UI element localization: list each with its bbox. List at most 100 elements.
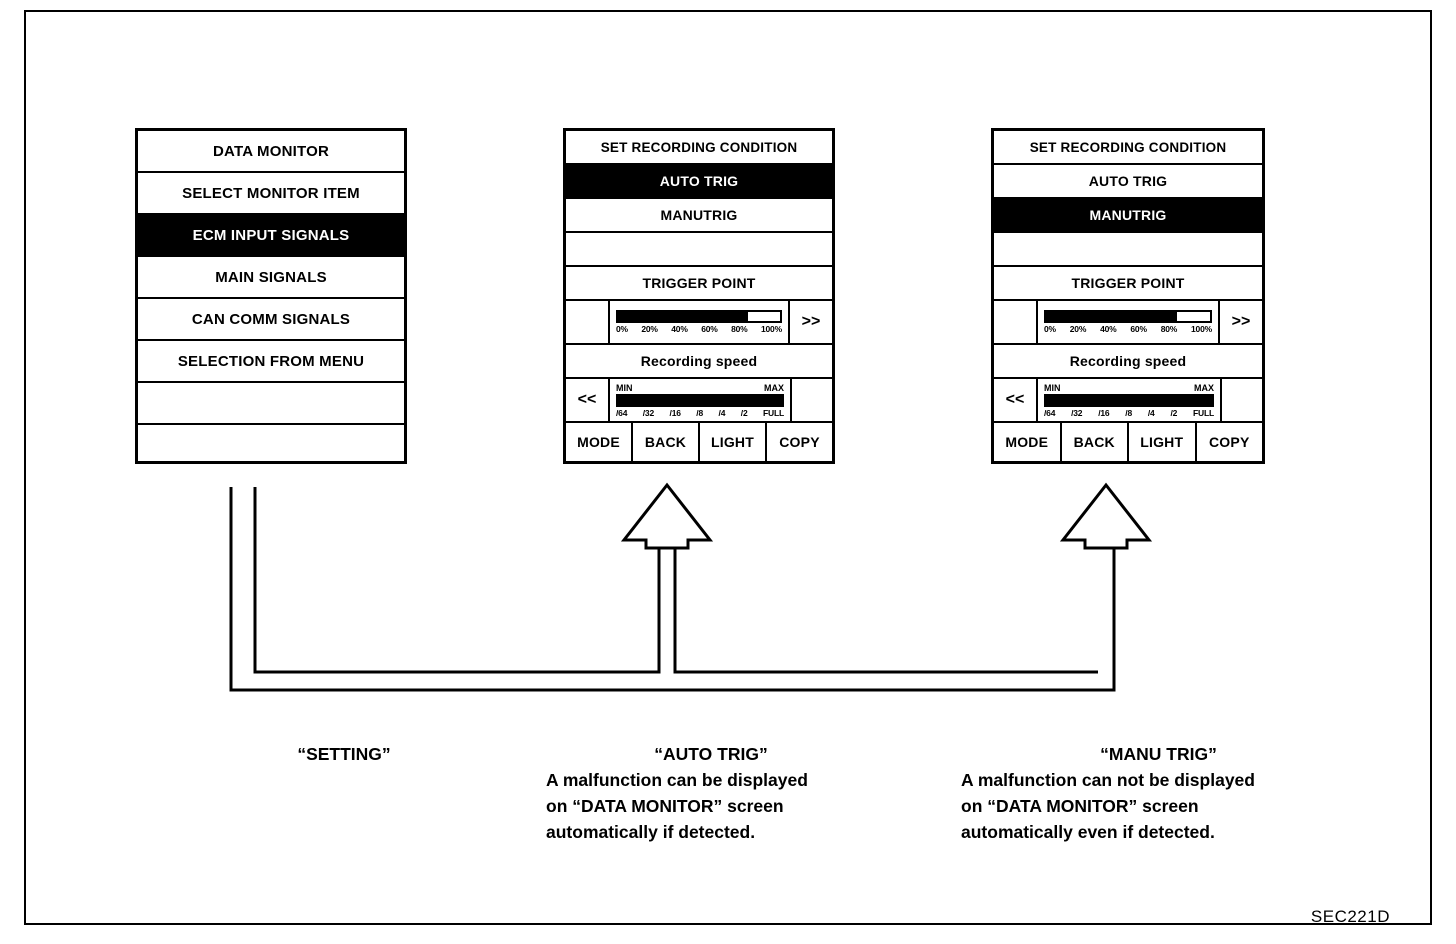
menu-row-empty[interactable] <box>138 425 404 467</box>
menu-row-empty[interactable] <box>138 383 404 425</box>
tick-label: 100% <box>1191 324 1212 334</box>
figure-code: SEC221D <box>1310 907 1390 926</box>
min-label: MIN <box>616 382 633 393</box>
tick-label: 100% <box>761 324 782 334</box>
menu-row[interactable]: MAIN SIGNALS <box>138 257 404 299</box>
option-row[interactable]: MANUTRIG <box>566 199 832 233</box>
prev-button[interactable]: << <box>994 379 1038 421</box>
option-row[interactable]: MANUTRIG <box>994 199 1262 233</box>
option-manu-trig[interactable]: MANUTRIG <box>660 207 738 223</box>
tick-label: 40% <box>671 324 688 334</box>
softkey-mode[interactable]: MODE <box>994 423 1062 461</box>
trigger-point-label-row: TRIGGER POINT <box>566 267 832 301</box>
caption-auto-line-2: on “DATA MONITOR” screen <box>546 796 784 816</box>
tick-label: FULL <box>763 407 784 418</box>
arrow-up-auto-trig <box>620 482 714 550</box>
trigger-point-bar-row: 0% 20% 40% 60% 80% 100% >> <box>994 301 1262 345</box>
recording-speed-label: Recording speed <box>1069 353 1187 369</box>
recording-speed-minmax: MIN MAX <box>1044 383 1214 393</box>
option-auto-trig[interactable]: AUTO TRIG <box>566 165 832 197</box>
menu-item-empty-2[interactable] <box>138 425 404 467</box>
trigger-point-ticks: 0% 20% 40% 60% 80% 100% <box>616 324 782 334</box>
recording-speed-gauge-fill <box>1046 395 1212 405</box>
caption-auto-line-1: A malfunction can be displayed <box>546 770 808 790</box>
recording-speed-gauge[interactable] <box>616 393 784 407</box>
connector-inner-left-path <box>253 487 661 674</box>
menu-item-select-monitor-item[interactable]: SELECT MONITOR ITEM <box>182 184 360 202</box>
tick-label: 0% <box>616 324 628 334</box>
trigger-point-ticks: 0% 20% 40% 60% 80% 100% <box>1044 324 1212 334</box>
tick-label: /16 <box>1098 407 1110 418</box>
softkey-copy[interactable]: COPY <box>779 434 820 450</box>
tick-label: /4 <box>718 407 726 418</box>
option-row[interactable]: AUTO TRIG <box>994 165 1262 199</box>
caption-manu-line-3: automatically even if detected. <box>961 822 1215 842</box>
menu-item-can-comm-signals[interactable]: CAN COMM SIGNALS <box>191 310 351 328</box>
recording-speed-gauge-group: MIN MAX /64 /32 /16 /8 /4 /2 FULL <box>1038 379 1220 421</box>
tick-label: /32 <box>642 407 654 418</box>
softkey-copy[interactable]: COPY <box>1209 434 1250 450</box>
screen-title: SET RECORDING CONDITION <box>600 139 798 155</box>
menu-item-empty-1[interactable] <box>138 383 404 423</box>
caption-auto-line-3: automatically if detected. <box>546 822 756 842</box>
trigger-point-left-spacer <box>994 301 1038 343</box>
prev-button[interactable]: << <box>566 379 610 421</box>
arrow-up-manu-trig <box>1059 482 1153 550</box>
menu-row[interactable]: SELECTION FROM MENU <box>138 341 404 383</box>
tick-label: 20% <box>1069 324 1087 334</box>
recording-speed-gauge-group: MIN MAX /64 /32 /16 /8 /4 /2 FULL <box>610 379 790 421</box>
next-button[interactable]: >> <box>788 301 832 343</box>
tick-label: /32 <box>1071 407 1083 418</box>
trigger-point-gauge[interactable] <box>1044 310 1212 323</box>
option-empty[interactable] <box>994 233 1262 265</box>
caption-manu-line-2: on “DATA MONITOR” screen <box>961 796 1199 816</box>
caption-auto-trig: “AUTO TRIG” A malfunction can be display… <box>546 741 876 845</box>
screen-title-row: SET RECORDING CONDITION <box>994 131 1262 165</box>
recording-speed-gauge[interactable] <box>1044 393 1214 407</box>
softkey-back[interactable]: BACK <box>1062 423 1129 461</box>
recording-speed-right-spacer <box>790 379 832 421</box>
connector-inner-right-path <box>673 540 1098 674</box>
tick-label: /4 <box>1147 407 1155 418</box>
option-manu-trig[interactable]: MANUTRIG <box>994 199 1262 231</box>
tick-label: 60% <box>1130 324 1147 334</box>
recording-speed-label-row: Recording speed <box>566 345 832 379</box>
option-row-empty[interactable] <box>994 233 1262 267</box>
option-auto-trig[interactable]: AUTO TRIG <box>1088 173 1168 189</box>
trigger-point-gauge-group: 0% 20% 40% 60% 80% 100% <box>610 301 788 343</box>
tick-label: 20% <box>641 324 658 334</box>
tick-label: 60% <box>701 324 718 334</box>
softkey-light[interactable]: LIGHT <box>700 423 767 461</box>
max-label: MAX <box>764 382 784 393</box>
tick-label: /8 <box>1125 407 1132 418</box>
option-row-empty[interactable] <box>566 233 832 267</box>
trigger-point-label: TRIGGER POINT <box>1071 275 1185 291</box>
max-label: MAX <box>1194 382 1214 393</box>
screen-title: SET RECORDING CONDITION <box>1029 139 1227 155</box>
tick-label: /16 <box>669 407 681 418</box>
caption-setting-heading: “SETTING” <box>297 744 391 764</box>
softkey-mode[interactable]: MODE <box>566 423 633 461</box>
menu-row[interactable]: SELECT MONITOR ITEM <box>138 173 404 215</box>
trigger-point-bar-row: 0% 20% 40% 60% 80% 100% >> <box>566 301 832 345</box>
recording-speed-minmax: MIN MAX <box>616 383 784 393</box>
menu-item-data-monitor[interactable]: DATA MONITOR <box>213 142 329 160</box>
trigger-point-gauge[interactable] <box>616 310 782 323</box>
option-row[interactable]: AUTO TRIG <box>566 165 832 199</box>
tick-label: 0% <box>1044 324 1056 334</box>
option-empty[interactable] <box>566 233 832 265</box>
softkey-light[interactable]: LIGHT <box>1129 423 1197 461</box>
recording-speed-ticks: /64 /32 /16 /8 /4 /2 FULL <box>1044 408 1214 418</box>
menu-item-ecm-input-signals[interactable]: ECM INPUT SIGNALS <box>138 215 404 255</box>
softkey-back[interactable]: BACK <box>633 423 700 461</box>
menu-row[interactable]: DATA MONITOR <box>138 131 404 173</box>
menu-item-main-signals[interactable]: MAIN SIGNALS <box>215 268 327 286</box>
menu-row[interactable]: ECM INPUT SIGNALS <box>138 215 404 257</box>
menu-item-selection-from-menu[interactable]: SELECTION FROM MENU <box>177 352 365 370</box>
recording-speed-ticks: /64 /32 /16 /8 /4 /2 FULL <box>616 408 784 418</box>
menu-row[interactable]: CAN COMM SIGNALS <box>138 299 404 341</box>
next-button[interactable]: >> <box>1218 301 1262 343</box>
trigger-point-gauge-fill <box>618 312 748 321</box>
recording-speed-label: Recording speed <box>640 353 758 369</box>
tick-label: 40% <box>1100 324 1117 334</box>
